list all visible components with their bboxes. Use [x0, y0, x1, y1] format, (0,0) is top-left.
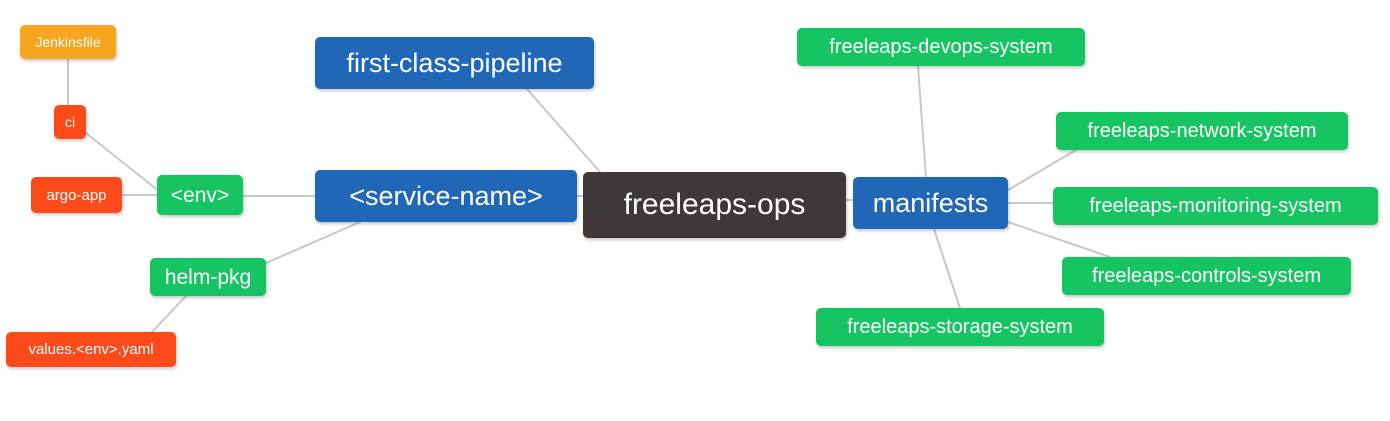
node-label: argo-app — [46, 186, 107, 204]
node-label: freeleaps-monitoring-system — [1089, 195, 1342, 217]
node-label: first-class-pipeline — [346, 47, 563, 78]
node-label: freeleaps-network-system — [1087, 120, 1317, 142]
node-values-env-yaml[interactable]: values.<env>.yaml — [6, 332, 176, 367]
node-label: <service-name> — [349, 180, 543, 211]
node-service-name[interactable]: <service-name> — [315, 170, 577, 222]
node-env[interactable]: <env> — [157, 175, 243, 215]
edge-values-env-yaml-to-helm-pkg — [151, 295, 187, 333]
node-label: freeleaps-storage-system — [847, 316, 1073, 338]
node-freeleaps-controls-system[interactable]: freeleaps-controls-system — [1062, 257, 1351, 295]
edge-manifests-to-freeleaps-devops-system — [917, 65, 927, 178]
node-label: helm-pkg — [164, 265, 252, 289]
edge-manifests-to-freeleaps-controls-system — [1007, 221, 1111, 258]
node-label: Jenkinsfile — [35, 34, 101, 50]
node-ci[interactable]: ci — [54, 105, 86, 139]
node-freeleaps-ops[interactable]: freeleaps-ops — [583, 172, 846, 238]
node-freeleaps-storage-system[interactable]: freeleaps-storage-system — [816, 308, 1104, 346]
edge-manifests-to-freeleaps-network-system — [1007, 149, 1077, 191]
node-label: freeleaps-ops — [623, 188, 806, 221]
edge-first-class-pipeline-to-freeleaps-ops — [526, 88, 601, 173]
node-label: ci — [64, 114, 76, 130]
node-label: freeleaps-devops-system — [829, 36, 1053, 58]
node-jenkinsfile[interactable]: Jenkinsfile — [20, 25, 116, 59]
node-argo-app[interactable]: argo-app — [31, 177, 122, 213]
edge-helm-pkg-to-service-name — [265, 221, 361, 264]
node-first-class-pipeline[interactable]: first-class-pipeline — [315, 37, 594, 89]
node-label: freeleaps-controls-system — [1092, 265, 1321, 287]
node-manifests[interactable]: manifests — [853, 177, 1008, 229]
node-label: <env> — [170, 183, 230, 207]
node-label: manifests — [872, 187, 989, 218]
node-label: values.<env>.yaml — [28, 341, 154, 358]
node-freeleaps-network-system[interactable]: freeleaps-network-system — [1056, 112, 1348, 150]
edge-manifests-to-freeleaps-storage-system — [933, 228, 961, 309]
node-helm-pkg[interactable]: helm-pkg — [150, 258, 266, 296]
node-freeleaps-devops-system[interactable]: freeleaps-devops-system — [797, 28, 1085, 66]
node-freeleaps-monitoring-system[interactable]: freeleaps-monitoring-system — [1053, 187, 1378, 225]
